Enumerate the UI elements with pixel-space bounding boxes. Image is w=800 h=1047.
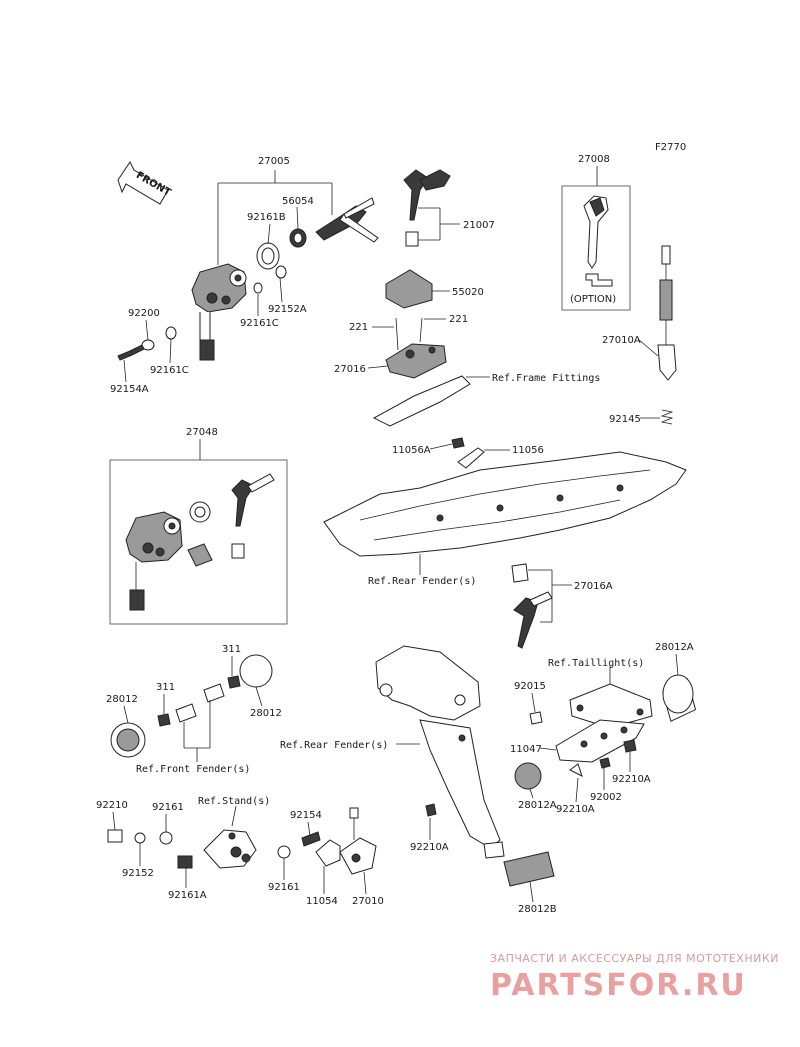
label-55020: 55020 (452, 287, 484, 298)
seat-lock-assembly: 55020 221 221 27016 Ref.Frame Fittings (334, 269, 600, 427)
license-plate-holder: Ref.Rear Fender(s) 92210A 28012B (280, 645, 557, 915)
label-92200: 92200 (128, 308, 160, 319)
label-28012-b: 28012 (250, 708, 282, 719)
label-92210: 92210 (96, 800, 128, 811)
ignition-switch-assembly: 27005 92161B 56054 92152A 92161C 92161C (110, 156, 379, 395)
label-28012a-a: 28012A (655, 642, 694, 653)
front-arrow-icon: FRONT (117, 161, 173, 205)
watermark-logo: PARTSFOR.RU (490, 968, 747, 1003)
ref-stand: Ref.Stand(s) (198, 796, 270, 807)
label-92152a: 92152A (268, 304, 307, 315)
label-92161b: 92161B (247, 212, 286, 223)
label-27048: 27048 (186, 427, 218, 438)
watermark-tagline: ЗАПЧАСТИ И АКСЕССУАРЫ ДЛЯ МОТОТЕХНИКИ (490, 952, 779, 965)
ref-rear-fender-2: Ref.Rear Fender(s) (280, 740, 388, 751)
label-221-b: 221 (449, 314, 468, 325)
label-92161a: 92161A (168, 890, 207, 901)
label-92161c-b: 92161C (150, 365, 189, 376)
label-28012a-b: 28012A (518, 800, 557, 811)
diagram-code: F2770 (655, 142, 686, 153)
key-blank-set: 21007 (403, 169, 495, 247)
label-27010: 27010 (352, 896, 384, 907)
label-11056: 11056 (512, 445, 544, 456)
label-311-a: 311 (222, 644, 241, 655)
label-92002: 92002 (590, 792, 622, 803)
option-key-group: 27008 (OPTION) (561, 154, 631, 311)
label-92161-b: 92161 (268, 882, 300, 893)
label-92015: 92015 (514, 681, 546, 692)
label-11047: 11047 (510, 744, 542, 755)
side-stand-switch-group: 92210 92161 92152 92161A Ref.Stand(s) 92… (96, 796, 384, 907)
label-92154: 92154 (290, 810, 322, 821)
ref-taillight: Ref.Taillight(s) (548, 658, 644, 669)
switch-27010a: 27010A 92145 (602, 245, 677, 425)
label-92154a: 92154A (110, 384, 149, 395)
ref-rear-fender-1: Ref.Rear Fender(s) (368, 576, 476, 587)
label-92210a-a: 92210A (556, 804, 595, 815)
option-label: (OPTION) (570, 294, 616, 305)
taillight-bracket: Ref.Taillight(s) 92015 11047 28012A 9200… (510, 642, 697, 815)
label-92161: 92161 (152, 802, 184, 813)
label-21007: 21007 (463, 220, 495, 231)
lock-set-27048: 27048 (109, 427, 288, 625)
label-92145: 92145 (609, 414, 641, 425)
ref-front-fender: Ref.Front Fender(s) (136, 764, 250, 775)
rear-fender-assembly: 11056A 11056 Ref.Rear Fender(s) 27016A (323, 437, 687, 649)
label-27016: 27016 (334, 364, 366, 375)
label-92210a-b: 92210A (612, 774, 651, 785)
label-92161c-a: 92161C (240, 318, 279, 329)
label-27005: 27005 (258, 156, 290, 167)
label-11054: 11054 (306, 896, 338, 907)
label-27016a: 27016A (574, 581, 613, 592)
front-reflectors: 311 28012 311 28012 Ref.Front Fender(s) (106, 644, 282, 775)
label-27010a: 27010A (602, 335, 641, 346)
label-221-a: 221 (349, 322, 368, 333)
label-11056a: 11056A (392, 445, 431, 456)
ref-frame-fittings: Ref.Frame Fittings (492, 373, 600, 384)
label-92152: 92152 (122, 868, 154, 879)
watermark: ЗАПЧАСТИ И АКСЕССУАРЫ ДЛЯ МОТОТЕХНИКИ PA… (490, 952, 779, 1003)
label-311-b: 311 (156, 682, 175, 693)
label-92210a-c: 92210A (410, 842, 449, 853)
label-27008: 27008 (578, 154, 610, 165)
label-28012b: 28012B (518, 904, 557, 915)
label-28012-a: 28012 (106, 694, 138, 705)
label-56054: 56054 (282, 196, 314, 207)
